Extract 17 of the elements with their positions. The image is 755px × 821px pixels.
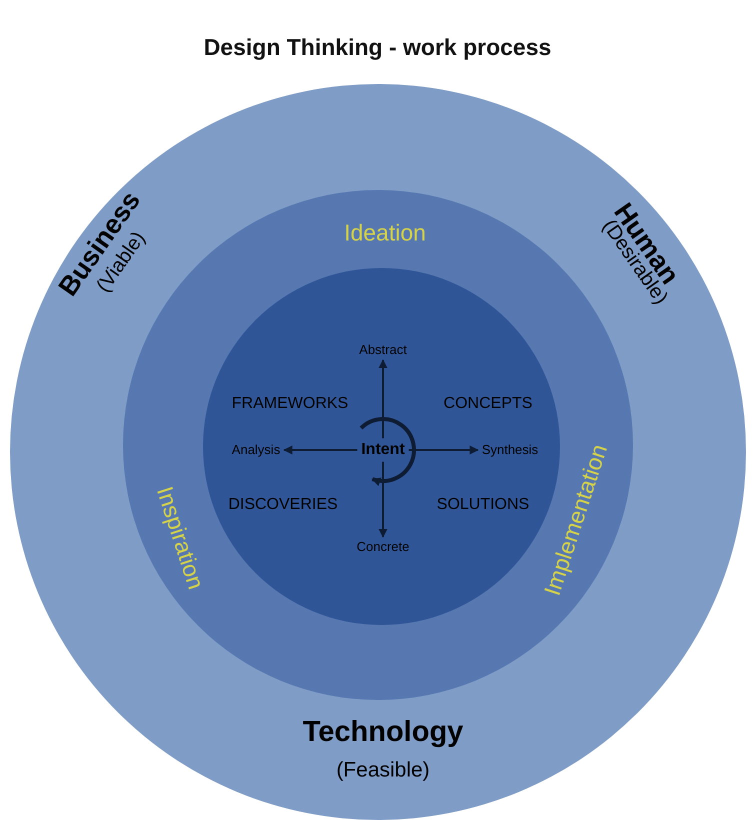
quadrant-label: FRAMEWORKS	[232, 395, 348, 413]
outer-ring-label: (Feasible)	[336, 758, 430, 782]
phase-label: Ideation	[344, 220, 426, 246]
arrow	[378, 462, 388, 538]
quadrant-label: CONCEPTS	[444, 395, 532, 413]
axis-label: Synthesis	[480, 442, 540, 458]
axis-label: Analysis	[230, 442, 282, 458]
center-label: Intent	[359, 440, 407, 460]
outer-ring-label: Technology	[302, 717, 464, 749]
arrow	[378, 359, 388, 438]
quadrant-label: DISCOVERIES	[228, 496, 338, 514]
arrow	[283, 446, 358, 454]
quadrant-label: SOLUTIONS	[436, 496, 530, 514]
axis-label: Abstract	[357, 342, 409, 358]
arrow	[408, 446, 479, 454]
diagram-title: Design Thinking - work process	[202, 34, 552, 61]
axis-label: Concrete	[354, 538, 412, 556]
